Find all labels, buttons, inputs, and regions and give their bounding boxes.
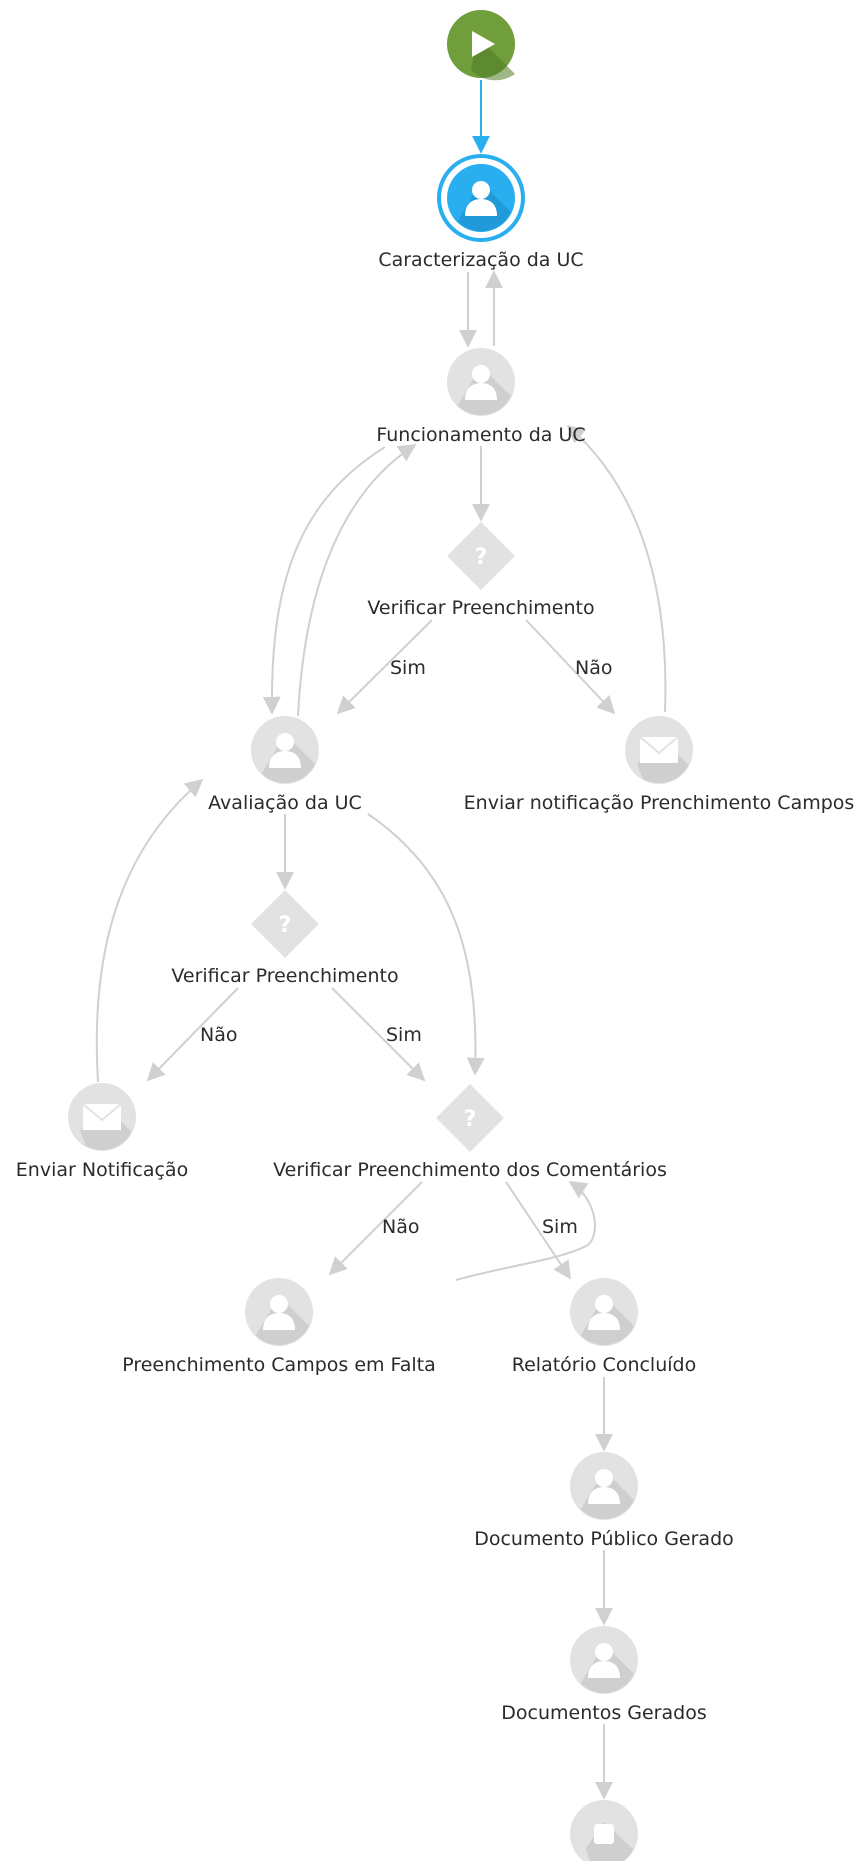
user-icon bbox=[269, 733, 301, 768]
user-icon bbox=[465, 181, 497, 216]
edge-label-v1-sim: Sim bbox=[390, 657, 426, 679]
edge-verificar2-to-verificar-comentarios[interactable] bbox=[331, 987, 426, 1082]
label-enviar-notificacao: Enviar Notificação bbox=[16, 1159, 188, 1181]
task-funcionamento[interactable] bbox=[447, 348, 541, 426]
task-docs-gerados[interactable] bbox=[570, 1626, 664, 1704]
label-relatorio: Relatório Concluído bbox=[512, 1354, 696, 1376]
edge-avaliacao-to-funcionamento[interactable] bbox=[297, 444, 417, 717]
edge-verificar-comentarios-to-campos-falta[interactable] bbox=[328, 1181, 423, 1276]
user-icon bbox=[588, 1469, 620, 1504]
edge-label-v2-sim: Sim bbox=[386, 1024, 422, 1046]
question-icon: ? bbox=[279, 913, 292, 938]
label-caracterizacao: Caracterização da UC bbox=[378, 249, 583, 271]
user-icon bbox=[263, 1295, 295, 1330]
task-campos-falta[interactable] bbox=[245, 1278, 339, 1356]
label-verificar-2: Verificar Preenchimento bbox=[171, 965, 398, 987]
label-doc-publico: Documento Público Gerado bbox=[474, 1528, 734, 1550]
play-icon bbox=[472, 31, 495, 57]
edge-verificar1-to-avaliacao[interactable] bbox=[336, 619, 433, 715]
task-relatorio[interactable] bbox=[570, 1278, 664, 1356]
stop-icon bbox=[594, 1824, 614, 1844]
edge-labels: Sim Não Não Sim Não Sim bbox=[200, 657, 612, 1238]
gateway-verificar-2[interactable]: ? bbox=[251, 890, 319, 958]
gateway-verificar-comentarios[interactable]: ? bbox=[436, 1084, 504, 1152]
edge-label-v2-nao: Não bbox=[200, 1024, 237, 1046]
label-verificar-1: Verificar Preenchimento bbox=[367, 597, 594, 619]
label-enviar-campos: Enviar notificação Prenchimento Campos bbox=[464, 792, 855, 814]
edge-enviar-campos-to-funcionamento[interactable] bbox=[566, 424, 667, 713]
user-icon bbox=[465, 365, 497, 400]
send-task-enviar-campos[interactable] bbox=[625, 716, 719, 794]
end-event[interactable] bbox=[570, 1800, 664, 1861]
envelope-icon bbox=[639, 736, 679, 763]
question-icon: ? bbox=[475, 545, 488, 570]
task-caracterizacao[interactable] bbox=[437, 154, 541, 242]
start-event[interactable] bbox=[447, 10, 515, 81]
label-funcionamento: Funcionamento da UC bbox=[376, 424, 585, 446]
edge-avaliacao-to-verificar-comentarios[interactable] bbox=[367, 813, 485, 1076]
edge-label-vc-sim: Sim bbox=[542, 1216, 578, 1238]
edge-label-vc-nao: Não bbox=[382, 1216, 419, 1238]
edge-verificar2-to-enviar-notificacao[interactable] bbox=[146, 987, 239, 1082]
user-icon bbox=[588, 1643, 620, 1678]
edge-verificar1-to-enviar-campos[interactable] bbox=[525, 619, 616, 715]
label-avaliacao: Avaliação da UC bbox=[208, 792, 362, 814]
edges bbox=[95, 80, 667, 1800]
edge-verificar-comentarios-to-relatorio[interactable] bbox=[505, 1181, 571, 1280]
task-avaliacao[interactable] bbox=[251, 716, 345, 794]
edge-label-v1-nao: Não bbox=[575, 657, 612, 679]
task-doc-publico[interactable] bbox=[570, 1452, 664, 1530]
gateway-verificar-1[interactable]: ? bbox=[447, 522, 515, 590]
user-icon bbox=[588, 1295, 620, 1330]
edge-campos-falta-to-verificar-comentarios[interactable] bbox=[455, 1181, 596, 1281]
envelope-icon bbox=[82, 1103, 122, 1130]
edge-enviar-notificacao-to-avaliacao[interactable] bbox=[95, 778, 204, 1083]
label-verificar-comentarios: Verificar Preenchimento dos Comentários bbox=[273, 1159, 667, 1181]
send-task-enviar-notificacao[interactable] bbox=[68, 1083, 162, 1161]
label-campos-falta: Preenchimento Campos em Falta bbox=[122, 1354, 436, 1376]
edge-funcionamento-to-avaliacao[interactable] bbox=[262, 446, 386, 715]
label-docs-gerados: Documentos Gerados bbox=[501, 1702, 706, 1724]
question-icon: ? bbox=[464, 1107, 477, 1132]
